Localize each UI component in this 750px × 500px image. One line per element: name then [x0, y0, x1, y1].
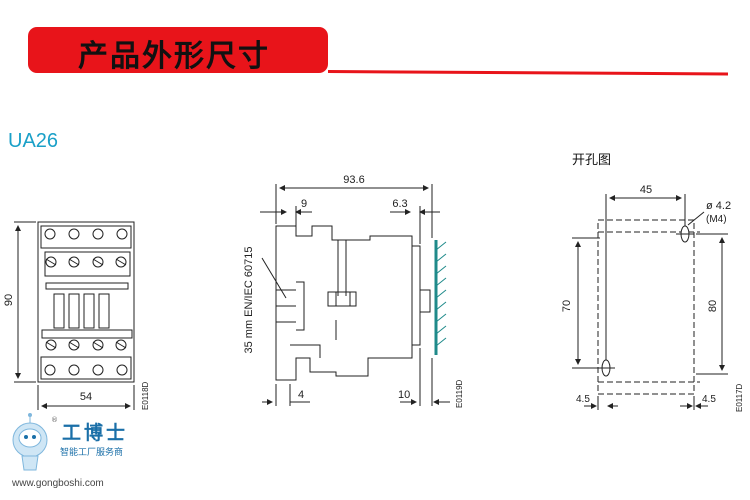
side-view: [260, 184, 450, 406]
side-dim-6-3: 6.3: [392, 198, 407, 210]
front-width-label: 54: [80, 391, 92, 403]
side-dim-10: 10: [398, 389, 410, 401]
hole-spacing-label: 45: [640, 184, 652, 196]
rail-clip: [419, 289, 431, 313]
front-view: [14, 221, 135, 410]
robot-logo-icon: [12, 413, 48, 471]
hole-diameter-label: ø 4.2: [706, 200, 731, 212]
side-dim-4: 4: [298, 389, 304, 401]
side-code: E0119D: [455, 379, 464, 408]
screw-size-label: (M4): [706, 214, 727, 225]
top-terminals: [40, 225, 132, 277]
footprint-outline: [597, 219, 695, 395]
front-body: [37, 221, 135, 383]
margin-right-label: 4.5: [702, 394, 716, 405]
registered-mark-icon: ®: [51, 416, 58, 424]
front-height-label: 90: [3, 294, 15, 306]
side-dim-9: 9: [301, 198, 307, 210]
vertical-80-label: 80: [707, 300, 719, 312]
vertical-70-label: 70: [561, 300, 573, 312]
front-code: E0118D: [141, 381, 150, 410]
side-latch: [327, 291, 357, 307]
bottom-terminals: [40, 339, 132, 380]
model-label: UA26: [8, 130, 59, 152]
watermark-url: www.gongboshi.com: [12, 478, 104, 489]
rail-standard-label: 35 mm EN/IEC 60715: [243, 247, 255, 354]
mounting-view: [572, 194, 728, 410]
mounting-code: E0117D: [735, 383, 744, 412]
contact-slots: [41, 282, 133, 339]
title-banner: [28, 27, 328, 73]
wall-hatch: [435, 241, 447, 347]
watermark-name: 工博士: [62, 422, 129, 444]
side-body: [275, 225, 421, 381]
mounting-title: 开孔图: [572, 153, 611, 168]
watermark-subtitle: 智能工厂服务商: [60, 448, 124, 458]
side-depth-label: 93.6: [343, 174, 364, 186]
page-title: 产品外形尺寸: [78, 39, 270, 74]
margin-left-label: 4.5: [576, 394, 590, 405]
